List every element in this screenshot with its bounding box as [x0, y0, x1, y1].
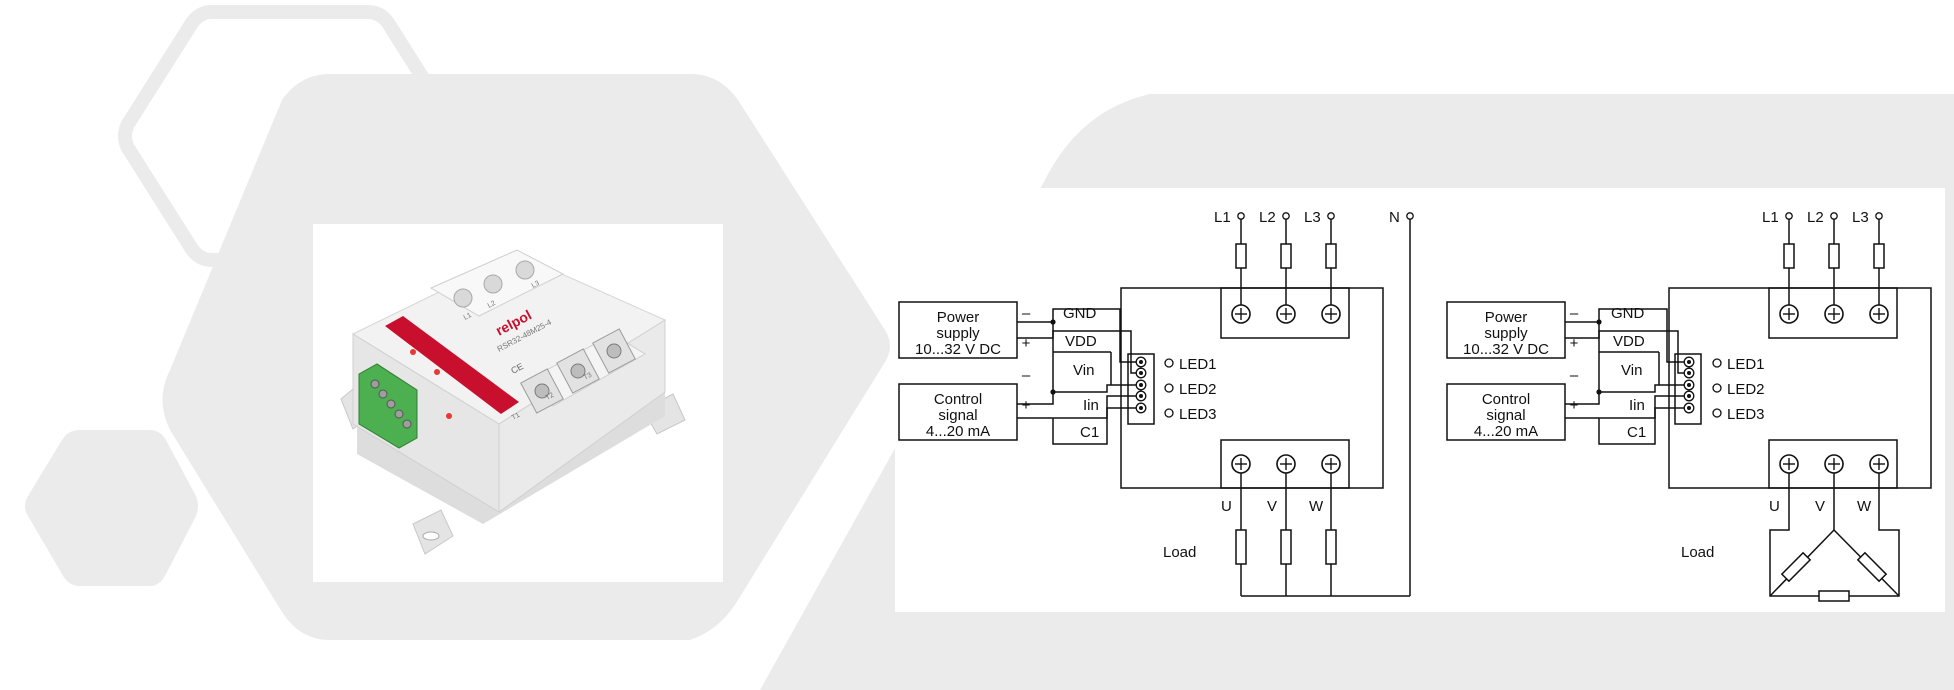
- left-cs-minus: –: [1022, 367, 1031, 384]
- junction-dot: [1050, 319, 1056, 325]
- control-signal-box: [898, 383, 1018, 441]
- right-control-signal-line2: signal: [1486, 407, 1525, 424]
- right-pin-iin: Iin: [1629, 397, 1645, 414]
- left-control-signal-line1: Control: [934, 391, 982, 408]
- output-label-t2: T2: [545, 392, 556, 402]
- product-photo-card: relpol RSR32-48M25-4 CE L1 L2 L3 T1 T2 T…: [313, 224, 723, 582]
- right-led3-label: LED3: [1727, 406, 1765, 423]
- right-power-supply-line3: 10...32 V DC: [1463, 341, 1549, 358]
- wiring-diagrams: Power supply 10...32 V DC Control signal…: [898, 209, 1932, 602]
- right-load-label: Load: [1681, 544, 1714, 561]
- right-power-supply-line1: Power: [1485, 309, 1528, 326]
- status-led: [410, 349, 416, 355]
- left-control-signal-line2: signal: [938, 407, 977, 424]
- right-ps-minus: –: [1570, 305, 1579, 322]
- left-ps-plus: +: [1022, 335, 1031, 352]
- control-connector: [1674, 353, 1702, 425]
- left-pin-vdd: VDD: [1065, 333, 1097, 350]
- terminal-label-l3: L3: [531, 280, 541, 290]
- left-led2-label: LED2: [1179, 381, 1217, 398]
- control-connector: [1127, 353, 1155, 425]
- right-cs-plus: +: [1570, 397, 1579, 414]
- relay-box: [1120, 287, 1384, 489]
- right-power-supply-line2: supply: [1484, 325, 1528, 342]
- left-output-u: U: [1221, 498, 1232, 515]
- right-led1-label: LED1: [1727, 356, 1765, 373]
- left-power-supply-line3: 10...32 V DC: [915, 341, 1001, 358]
- control-signal-box: [1446, 383, 1566, 441]
- right-output-v: V: [1815, 498, 1825, 515]
- terminal-label-l2: L2: [487, 300, 497, 310]
- wiring-diagram-star: [898, 219, 1411, 597]
- left-pin-iin: Iin: [1083, 397, 1099, 414]
- hexagon-small-shape: [25, 430, 198, 586]
- right-cs-minus: –: [1570, 367, 1579, 384]
- right-phase-l3: L3: [1852, 209, 1869, 226]
- junction-dot: [1596, 319, 1602, 325]
- input-terminal-block: [1220, 287, 1350, 339]
- right-control-signal-line1: Control: [1482, 391, 1530, 408]
- left-pin-vin: Vin: [1073, 362, 1094, 379]
- output-terminal-block: [1220, 439, 1350, 489]
- left-phase-l1: L1: [1214, 209, 1231, 226]
- output-terminal-block: [1768, 439, 1898, 489]
- left-pin-gnd: GND: [1063, 305, 1097, 322]
- right-phase-l1: L1: [1762, 209, 1779, 226]
- status-led: [446, 413, 452, 419]
- input-terminal-block: [1768, 287, 1898, 339]
- left-pin-c1: C1: [1080, 424, 1099, 441]
- left-ps-minus: –: [1022, 305, 1031, 322]
- power-supply-box: [1446, 301, 1566, 359]
- right-pin-vdd: VDD: [1613, 333, 1645, 350]
- output-label-t3: T3: [583, 372, 594, 382]
- junction-dot: [1050, 389, 1056, 395]
- right-led2-label: LED2: [1727, 381, 1765, 398]
- right-pin-gnd: GND: [1611, 305, 1645, 322]
- right-phase-l2: L2: [1807, 209, 1824, 226]
- left-load-label: Load: [1163, 544, 1196, 561]
- relay-illustration: relpol RSR32-48M25-4 CE L1 L2 L3 T1 T2 T…: [340, 249, 686, 555]
- left-led3-label: LED3: [1179, 406, 1217, 423]
- output-label-t1: T1: [511, 412, 522, 422]
- left-output-v: V: [1267, 498, 1277, 515]
- right-output-w: W: [1857, 498, 1872, 515]
- status-led: [434, 369, 440, 375]
- left-output-w: W: [1309, 498, 1324, 515]
- left-cs-plus: +: [1022, 397, 1031, 414]
- right-ps-plus: +: [1570, 335, 1579, 352]
- right-output-u: U: [1769, 498, 1780, 515]
- terminal-label-l1: L1: [463, 312, 473, 322]
- left-power-supply-line1: Power: [937, 309, 980, 326]
- left-neutral: N: [1389, 209, 1400, 226]
- left-control-signal-line3: 4...20 mA: [926, 423, 990, 440]
- left-power-supply-line2: supply: [936, 325, 980, 342]
- junction-dot: [1596, 389, 1602, 395]
- right-pin-c1: C1: [1627, 424, 1646, 441]
- left-phase-l3: L3: [1304, 209, 1321, 226]
- wiring-diagram-delta: [1446, 219, 1932, 602]
- relay-box: [1668, 287, 1932, 489]
- relay-red-stripe: [385, 316, 519, 414]
- wiring-diagram-card: Power supply 10...32 V DC Control signal…: [895, 188, 1945, 612]
- left-phase-l2: L2: [1259, 209, 1276, 226]
- left-led1-label: LED1: [1179, 356, 1217, 373]
- right-control-signal-line3: 4...20 mA: [1474, 423, 1538, 440]
- power-supply-box: [898, 301, 1018, 359]
- right-pin-vin: Vin: [1621, 362, 1642, 379]
